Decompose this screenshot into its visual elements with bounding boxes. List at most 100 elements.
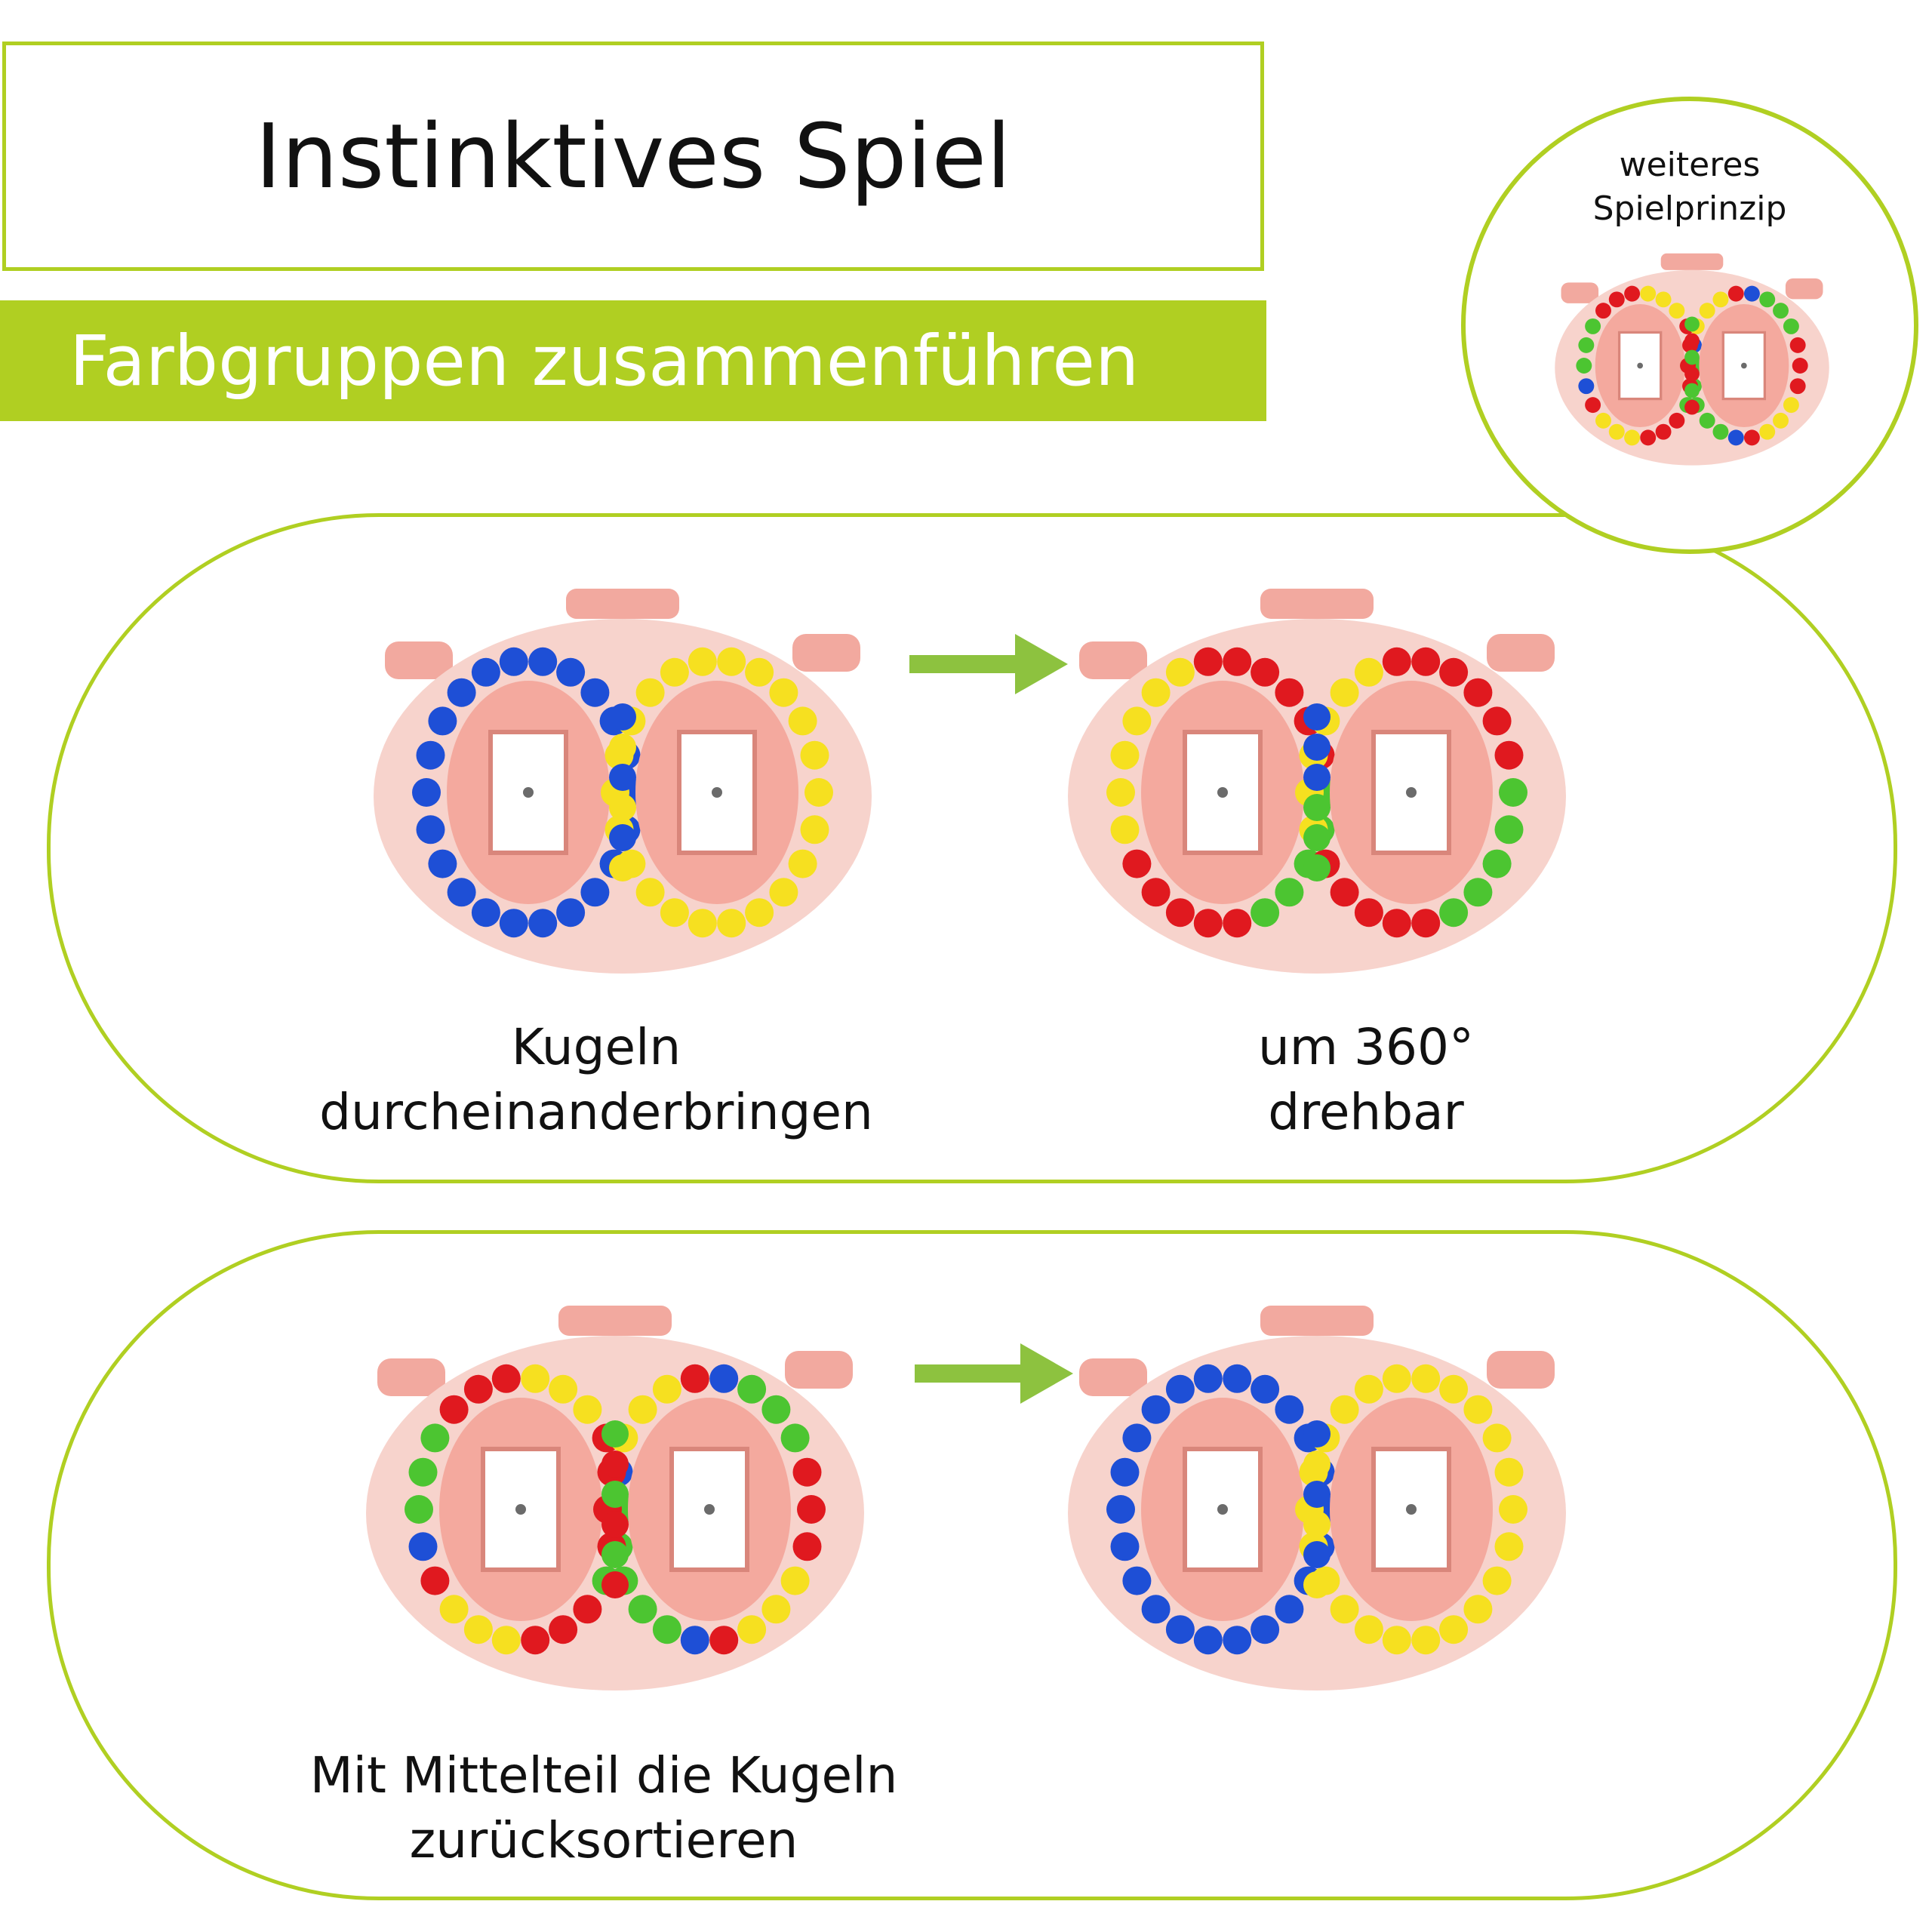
toy-ball	[1354, 1615, 1383, 1644]
toy-ball	[1122, 849, 1152, 878]
toy-ball	[800, 740, 829, 770]
toy-ball	[1494, 1457, 1524, 1487]
toy-ball	[1684, 349, 1700, 365]
toy-ball	[491, 1364, 521, 1393]
toy-ball	[1251, 898, 1280, 928]
toy-ball	[1463, 878, 1493, 907]
toy-ball	[1684, 383, 1700, 398]
toy-image-rotated	[1068, 589, 1566, 974]
toy-ball	[1303, 1451, 1331, 1478]
toy-ball	[1669, 412, 1685, 429]
toy-ball	[1303, 764, 1331, 791]
caption-step-1-line1: Kugeln	[511, 1018, 681, 1076]
toy-ball	[1595, 303, 1611, 319]
toy-ball	[660, 898, 689, 928]
toy-ball	[1439, 1374, 1469, 1404]
caption-step-1: Kugeln durcheinanderbringen	[249, 1015, 943, 1145]
toy-ball	[1743, 285, 1760, 302]
toy-ball	[1482, 1423, 1512, 1453]
toy-ball	[1223, 909, 1252, 938]
toy-ball	[1655, 291, 1672, 308]
toy-ball	[1165, 898, 1195, 928]
toy-side-tab	[1079, 641, 1147, 679]
toy-ball	[780, 1423, 810, 1453]
toy-ball	[1439, 1615, 1469, 1644]
toy-ball	[1482, 849, 1512, 878]
toy-ball	[1759, 291, 1776, 308]
toy-ball	[1585, 318, 1601, 334]
toy-ball	[1223, 1364, 1252, 1393]
toy-ball	[1141, 678, 1171, 707]
toy-ball	[1608, 423, 1625, 440]
toy-ball	[556, 657, 586, 687]
toy-ball	[1303, 703, 1331, 731]
toy-ball	[1110, 740, 1140, 770]
toy-ball	[521, 1364, 550, 1393]
page-title: Instinktives Spiel	[255, 104, 1011, 208]
toy-ball	[1494, 815, 1524, 844]
toy-ball	[1382, 909, 1411, 938]
toy-ball	[580, 878, 610, 907]
toy-screw-icon	[1217, 1504, 1228, 1515]
toy-ball	[1354, 1374, 1383, 1404]
toy-ball	[1411, 909, 1441, 938]
toy-ball	[1303, 734, 1331, 761]
caption-step-3: Mit Mittelteil die Kugeln zurücksortiere…	[196, 1743, 1011, 1873]
toy-ball	[601, 1571, 629, 1598]
toy-ball	[745, 657, 774, 687]
toy-ball	[609, 734, 636, 761]
inset-label: weiteres Spielprinzip	[1466, 143, 1914, 231]
toy-ball	[792, 1532, 822, 1561]
toy-ball	[1303, 1420, 1331, 1447]
toy-ball	[1699, 303, 1715, 319]
toy-ball	[1684, 333, 1700, 349]
toy-ball	[447, 878, 476, 907]
toy-ball	[601, 1451, 629, 1478]
toy-ball	[439, 1595, 469, 1624]
toy-ball	[745, 898, 774, 928]
toy-ball	[1655, 423, 1672, 440]
toy-ball	[709, 1364, 739, 1393]
toy-screw-icon	[704, 1504, 715, 1515]
toy-ball	[1141, 1395, 1171, 1424]
toy-ball	[1727, 285, 1744, 302]
toy-ball	[688, 909, 717, 938]
toy-ball	[1303, 854, 1331, 881]
toy-ball	[1499, 778, 1527, 807]
toy-ball	[1275, 1395, 1304, 1424]
toy-ball	[1789, 337, 1806, 353]
toy-ball	[528, 647, 558, 676]
toy-ball	[1773, 412, 1789, 429]
toy-ball	[1303, 1481, 1331, 1508]
toy-ball	[1106, 1495, 1135, 1524]
caption-step-2: um 360° drehbar	[1132, 1015, 1600, 1145]
toy-ball	[601, 1481, 629, 1508]
toy-ball	[1122, 1566, 1152, 1595]
toy-ball	[1494, 1532, 1524, 1561]
toy-ball	[1275, 1595, 1304, 1624]
toy-side-tab	[1487, 634, 1555, 672]
toy-ball	[1330, 678, 1359, 707]
toy-ball	[601, 1511, 629, 1538]
toy-ball	[1303, 1511, 1331, 1538]
inset-label-line1: weiteres	[1619, 146, 1761, 184]
toy-ball	[780, 1566, 810, 1595]
toy-window	[669, 1447, 749, 1572]
toy-ball	[609, 703, 636, 731]
toy-ball	[1640, 429, 1657, 446]
toy-ball	[1382, 647, 1411, 676]
toy-ball	[1110, 1457, 1140, 1487]
toy-ball	[408, 1457, 438, 1487]
toy-ball	[420, 1566, 450, 1595]
toy-top-knob	[1260, 589, 1374, 619]
toy-ball	[1792, 358, 1808, 374]
toy-ball	[1684, 316, 1700, 332]
toy-screw-icon	[1637, 362, 1644, 369]
toy-screw-icon	[1406, 1504, 1417, 1515]
alternative-game-inset: weiteres Spielprinzip	[1461, 97, 1918, 554]
toy-ball	[1223, 1626, 1252, 1655]
toy-ball	[761, 1395, 791, 1424]
toy-ball	[447, 678, 476, 707]
toy-ball	[1576, 358, 1592, 374]
toy-ball	[717, 647, 746, 676]
